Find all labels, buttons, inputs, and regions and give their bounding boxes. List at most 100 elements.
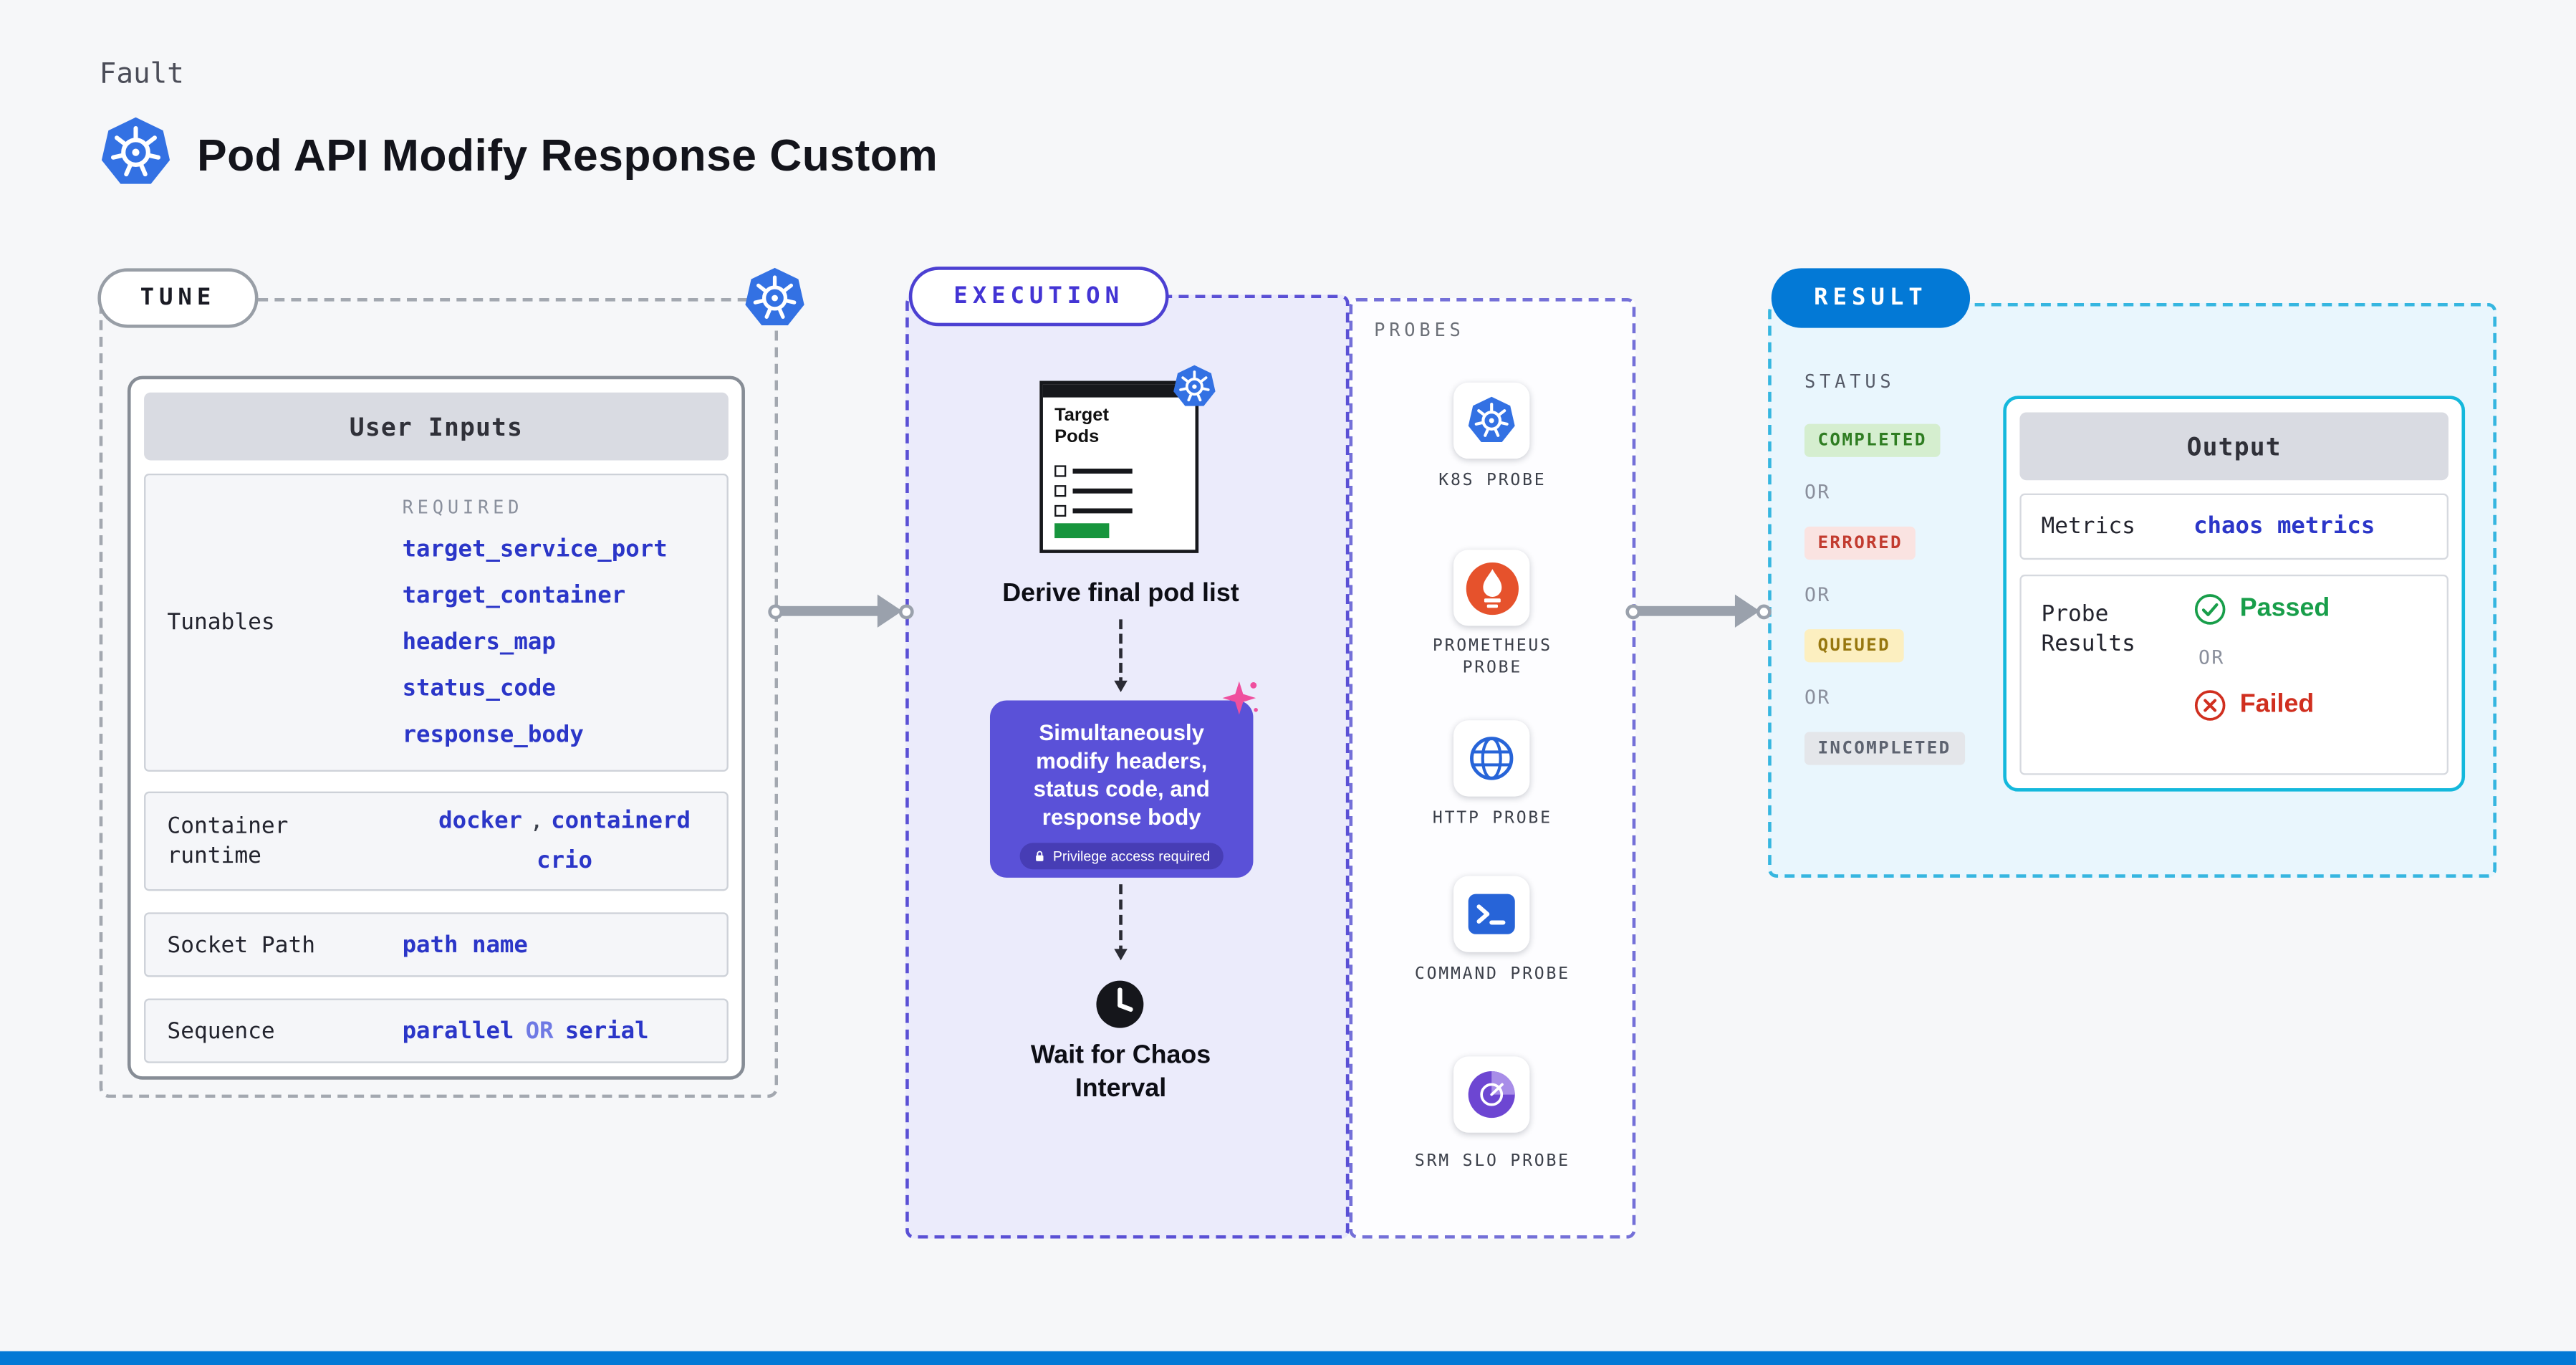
probe-label: SRM SLO PROBE (1414, 1152, 1570, 1171)
status-badge-incompleted: INCOMPLETED (1804, 732, 1965, 765)
arrow-head (877, 594, 903, 628)
sequence-or: OR (525, 1017, 554, 1045)
runtime-value: docker (438, 808, 523, 835)
runtime-value: containerd (551, 808, 691, 835)
container-runtime-values: docker , containerd crio (385, 802, 726, 881)
checkbox-icon (1054, 465, 1067, 477)
kubernetes-icon (744, 267, 807, 330)
probe-label: COMMAND PROBE (1414, 965, 1570, 984)
tunables-label: Tunables (167, 609, 275, 636)
arrow-shaft (779, 605, 881, 616)
privilege-badge: Privilege access required (1019, 843, 1224, 870)
arrow-endpoint-dot (1625, 603, 1641, 619)
separator: , (529, 808, 544, 835)
prometheus-probe-card (1453, 550, 1530, 626)
probe-label: K8S PROBE (1438, 471, 1547, 491)
arrow-endpoint-dot (768, 603, 784, 619)
lock-icon (1033, 850, 1046, 863)
tunables-values: REQUIRED target_service_port target_cont… (385, 475, 726, 770)
output-card: Output Metrics chaos metrics Probe Resul… (2003, 396, 2466, 792)
tunable-value: target_service_port (402, 536, 668, 563)
failed-result: Failed (2193, 689, 2330, 722)
sequence-row: Sequence parallel OR serial (144, 998, 729, 1063)
flow-arrow (1625, 591, 1772, 631)
probe-results-label: Probe Results (2041, 600, 2135, 658)
flow-connector-down (1114, 619, 1128, 692)
metrics-label: Metrics (2041, 513, 2135, 540)
check-circle-icon (2193, 593, 2226, 626)
status-badge-queued: QUEUED (1804, 629, 1904, 663)
arrow-endpoint-dot (1756, 603, 1772, 619)
x-circle-icon (2193, 689, 2226, 722)
target-pods-window: Target Pods (1039, 381, 1198, 553)
or-label: OR (1804, 583, 1831, 606)
terminal-icon (1465, 888, 1518, 941)
sequence-value: serial (564, 1017, 649, 1045)
or-label: OR (2198, 646, 2225, 669)
probe-label: PROMETHEUS PROBE (1432, 637, 1552, 678)
arrow-head (1734, 594, 1760, 628)
http-probe-card (1453, 720, 1530, 797)
passed-result: Passed (2193, 593, 2330, 626)
list-line (1072, 489, 1133, 494)
command-probe-card (1453, 876, 1530, 952)
container-runtime-label: Container runtime (167, 813, 289, 870)
tune-pill: TUNE (97, 268, 259, 328)
pie-chart-icon (1465, 1068, 1518, 1121)
runtime-value: crio (537, 848, 593, 875)
bottom-brand-bar (0, 1351, 2576, 1365)
tunables-row: Tunables REQUIRED target_service_port ta… (144, 473, 729, 772)
required-label: REQUIRED (402, 497, 524, 519)
output-header: Output (2019, 412, 2448, 481)
prometheus-icon (1464, 560, 1519, 615)
execution-pill: EXECUTION (908, 267, 1169, 327)
tunable-value: response_body (402, 722, 584, 749)
derive-pod-list-label: Derive final pod list (1002, 579, 1239, 608)
chaos-action-text: Simultaneously modify headers, status co… (1033, 720, 1210, 830)
chaos-sparkle-icon (1220, 679, 1259, 719)
socket-path-label: Socket Path (167, 931, 316, 958)
chaos-action-box: Simultaneously modify headers, status co… (989, 700, 1254, 878)
list-line (1072, 509, 1133, 513)
arrow-shaft (1637, 605, 1739, 616)
user-inputs-card: User Inputs Tunables REQUIRED target_ser… (127, 375, 745, 1080)
probe-results-row: Probe Results Passed OR Failed (2019, 574, 2448, 775)
tune-section (99, 297, 779, 1098)
checkbox-icon (1054, 504, 1067, 517)
flow-arrow (768, 591, 914, 631)
user-inputs-header: User Inputs (144, 392, 729, 461)
fault-kicker: Fault (99, 57, 184, 92)
sequence-label: Sequence (167, 1017, 275, 1045)
k8s-probe-card (1453, 382, 1530, 459)
metrics-row: Metrics chaos metrics (2019, 493, 2448, 560)
socket-path-value: path name (402, 931, 528, 958)
probe-label: HTTP PROBE (1432, 810, 1552, 828)
globe-icon (1467, 734, 1517, 783)
socket-path-row: Socket Path path name (144, 912, 729, 977)
tunable-value: status_code (402, 675, 556, 702)
flow-connector-down (1114, 884, 1128, 961)
page-title: Pod API Modify Response Custom (197, 130, 938, 181)
or-label: OR (1804, 685, 1831, 709)
result-pill: RESULT (1771, 268, 1971, 328)
clock-icon (1095, 979, 1146, 1030)
kubernetes-icon (100, 116, 173, 189)
sequence-value: parallel (402, 1017, 514, 1045)
list-line (1072, 469, 1133, 474)
status-label: STATUS (1804, 370, 1895, 393)
metrics-value: chaos metrics (2193, 513, 2375, 540)
srm-slo-probe-card (1453, 1056, 1530, 1133)
status-badge-errored: ERRORED (1804, 526, 1916, 560)
privilege-badge-label: Privilege access required (1052, 848, 1211, 865)
or-label: OR (1804, 480, 1831, 504)
pod-checklist (1054, 465, 1133, 525)
container-runtime-row: Container runtime docker , containerd cr… (144, 791, 729, 891)
kubernetes-icon (1172, 364, 1216, 408)
status-badge-completed: COMPLETED (1804, 423, 1941, 457)
status-column: STATUS COMPLETED OR ERRORED OR QUEUED OR… (1804, 370, 1965, 765)
tunable-value: headers_map (402, 629, 556, 656)
tunable-value: target_container (402, 583, 626, 610)
probes-section-label: PROBES (1374, 320, 1465, 342)
checkbox-icon (1054, 485, 1067, 497)
